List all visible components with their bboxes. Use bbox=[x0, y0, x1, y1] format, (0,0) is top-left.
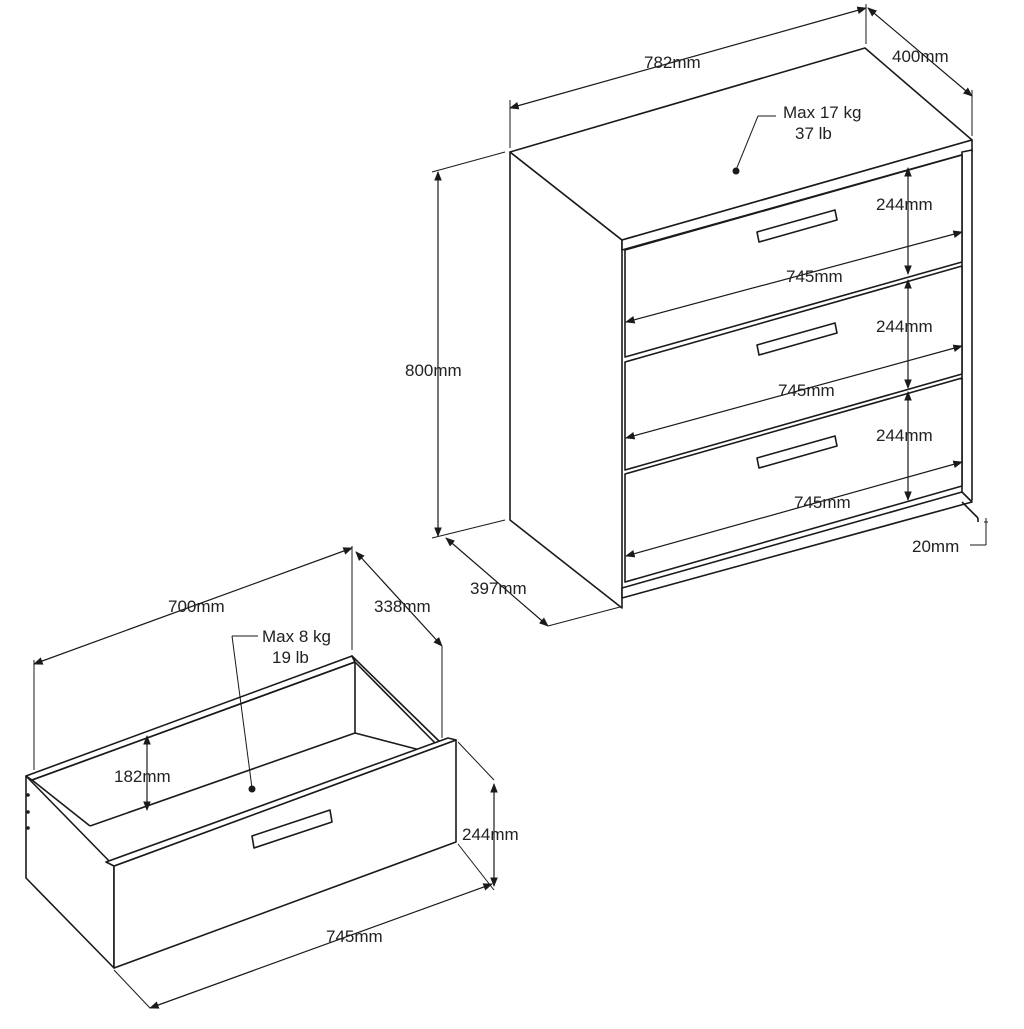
chest-depth-top-label: 400mm bbox=[892, 47, 949, 66]
drawer-load-point bbox=[248, 785, 256, 793]
drawer-right-side bbox=[351, 655, 441, 749]
drawer-dimension-lines bbox=[33, 546, 498, 1009]
chest-dimension-lines bbox=[431, 4, 988, 627]
chest-right-edge bbox=[961, 149, 973, 503]
drawer-handle bbox=[251, 809, 333, 849]
chest-drawer-1-width-label: 745mm bbox=[786, 267, 843, 286]
chest-drawer-1-height-label: 244mm bbox=[876, 195, 933, 214]
chest-drawer-3-height-label: 244mm bbox=[876, 426, 933, 445]
drawer-front-width-label: 745mm bbox=[326, 927, 383, 946]
chest-drawer-3-width-label: 745mm bbox=[794, 493, 851, 512]
drawer-back-panel bbox=[25, 655, 356, 781]
drawer-load-kg-label: Max 8 kg bbox=[262, 627, 331, 646]
chest-load-kg-label: Max 17 kg bbox=[783, 103, 861, 122]
drawer-front-top-edge bbox=[105, 737, 457, 867]
chest-depth-bottom-label: 397mm bbox=[470, 579, 527, 598]
drawer-load-lb-label: 19 lb bbox=[272, 648, 309, 667]
chest-drawer-2-width-label: 745mm bbox=[778, 381, 835, 400]
chest-width-label: 782mm bbox=[644, 53, 701, 72]
drawer-left-side bbox=[25, 775, 115, 969]
chest-drawer-2-height-label: 244mm bbox=[876, 317, 933, 336]
chest-load-point bbox=[732, 167, 740, 175]
drawer-depth-label: 338mm bbox=[374, 597, 431, 616]
chest-height-label: 800mm bbox=[405, 361, 462, 380]
chest-plinth-label: 20mm bbox=[912, 537, 959, 556]
drawer-inner-height-label: 182mm bbox=[114, 767, 171, 786]
drawer-width-label: 700mm bbox=[168, 597, 225, 616]
chest-load-lb-label: 37 lb bbox=[795, 124, 832, 143]
drawer-front-height-label: 244mm bbox=[462, 825, 519, 844]
